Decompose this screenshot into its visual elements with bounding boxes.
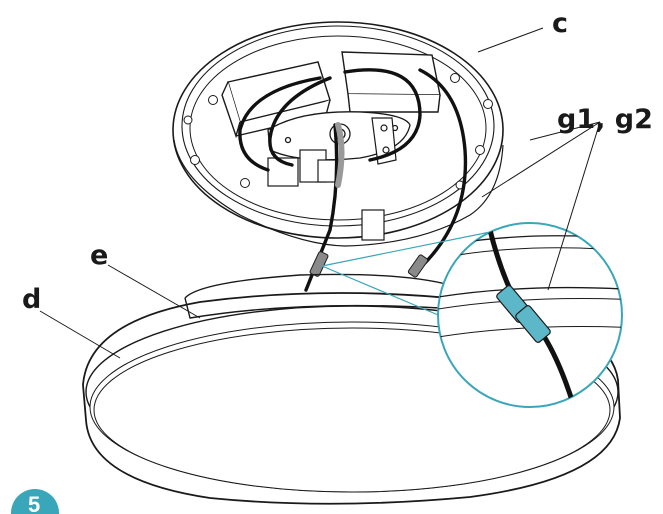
grey-cable [335, 122, 345, 188]
step-badge: 5 [11, 489, 59, 514]
base-screws [183, 73, 493, 190]
label-c: c [552, 8, 568, 39]
step-badge-circle [11, 489, 59, 514]
terminal-box-right [341, 51, 441, 113]
label-d: d [22, 284, 41, 315]
base-clip [361, 209, 385, 241]
label-e: e [90, 240, 108, 271]
ring-e [184, 273, 451, 319]
base-plate [172, 21, 504, 247]
leader-lines [39, 27, 601, 359]
internal-wires [238, 68, 468, 292]
magnifier-circle [437, 222, 623, 408]
connector-block [267, 149, 339, 187]
step-number: 5 [28, 492, 40, 514]
label-g1-g2: g1, g2 [557, 104, 653, 135]
magnifier-lines [321, 229, 501, 321]
magnified-connector [496, 285, 551, 343]
